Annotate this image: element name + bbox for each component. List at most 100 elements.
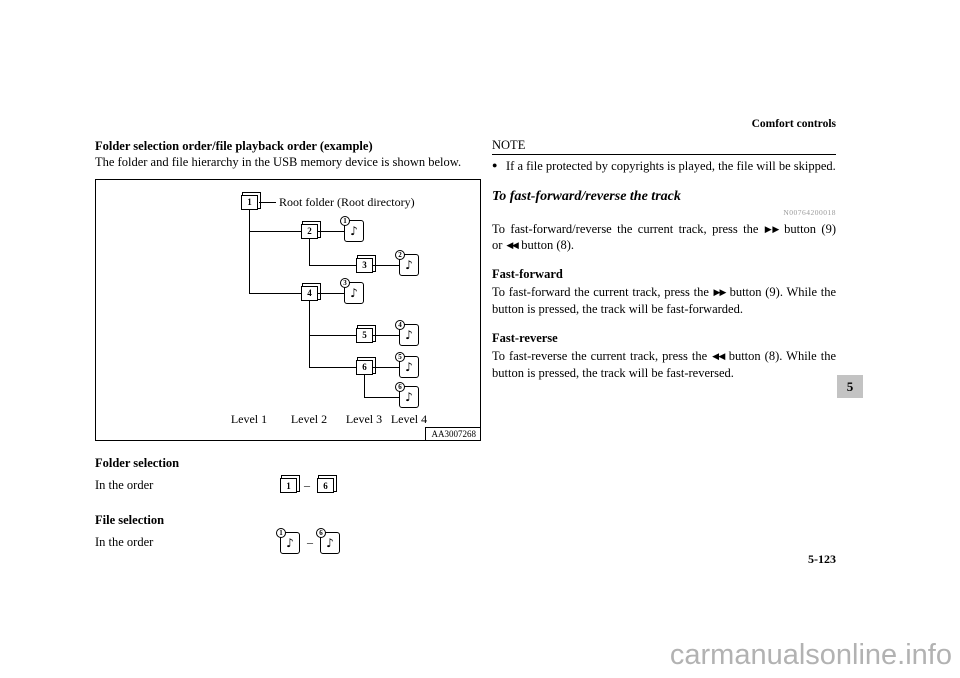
- body-text: To fast-forward the current track, press…: [492, 285, 709, 300]
- note-item: ● If a file protected by copyrights is p…: [492, 158, 836, 175]
- folder-selection-order-row: In the order 1 – 6: [95, 474, 481, 498]
- music-note-icon: ♪: [326, 535, 334, 550]
- intro-text: To fast-forward/reverse the current trac…: [492, 221, 759, 236]
- range-dash: –: [307, 535, 313, 550]
- music-file-icon-first: 1♪: [276, 527, 300, 554]
- file-number: 2: [395, 249, 405, 260]
- connector-line: [318, 230, 344, 232]
- folder-icon-first: 1: [280, 478, 297, 494]
- music-file-icon-2: 2♪: [395, 249, 419, 276]
- folder-icon-4: 4: [301, 285, 318, 301]
- folder-icon-1: 1: [241, 194, 258, 210]
- connector-line: [309, 334, 356, 336]
- left-column: Folder selection order/file playback ord…: [95, 138, 481, 555]
- music-note-icon: ♪: [405, 359, 413, 374]
- fast-forward-reverse-title: To fast-forward/reverse the track: [492, 188, 681, 204]
- intro-text: button (9) or: [492, 221, 837, 253]
- connector-line: [249, 209, 250, 294]
- body-text: To fast-reverse the current track, press…: [492, 348, 708, 363]
- folder-number: 3: [362, 260, 367, 271]
- connector-line: [309, 300, 310, 368]
- root-folder-label: Root folder (Root directory): [279, 194, 415, 209]
- rewind-icon: ◀◀: [506, 241, 518, 252]
- fast-forward-reverse-intro: To fast-forward/reverse the current trac…: [492, 221, 836, 255]
- folder-number: 6: [362, 362, 367, 373]
- file-number: 6: [316, 527, 326, 538]
- folder-number: 4: [307, 288, 312, 299]
- connector-line: [364, 374, 365, 397]
- music-note-icon: ♪: [405, 327, 413, 342]
- music-file-icon-5: 5♪: [395, 351, 419, 378]
- folder-icon-6: 6: [356, 359, 373, 375]
- connector-line: [309, 264, 356, 266]
- usb-hierarchy-diagram: 1 2 3 4 5 6 1♪ 2♪ 3♪ 4♪ 5♪ 6♪: [95, 178, 481, 441]
- music-file-icon-last: 6♪: [316, 527, 340, 554]
- folder-icon-3: 3: [356, 257, 373, 273]
- connector-line: [364, 396, 399, 398]
- note-heading: NOTE: [492, 138, 836, 155]
- folder-selection-order-label: In the order: [95, 478, 154, 493]
- folder-number: 6: [323, 480, 328, 491]
- connector-line: [249, 230, 301, 232]
- music-note-icon: ♪: [350, 223, 358, 238]
- fast-forward-icon: ▶▶: [712, 288, 727, 299]
- file-number: 1: [276, 527, 286, 538]
- music-file-icon-3: 3♪: [340, 277, 364, 304]
- level-2-label: Level 2: [290, 411, 328, 426]
- folder-selection-title: Folder selection: [95, 455, 180, 470]
- music-file-icon-6: 6♪: [395, 381, 419, 408]
- fast-forward-icon: ▶▶: [762, 224, 781, 235]
- connector-line: [318, 292, 344, 294]
- connector-line: [249, 292, 301, 294]
- file-number: 4: [395, 319, 405, 330]
- fast-forward-heading: Fast-forward: [492, 267, 563, 282]
- music-file-icon-1: 1♪: [340, 215, 364, 242]
- level-3-label: Level 3: [345, 411, 383, 426]
- intro-text: button (8).: [521, 238, 575, 253]
- reference-code: N00764200018: [783, 207, 836, 217]
- watermark: carmanualsonline.info: [669, 639, 952, 671]
- connector-line: [373, 366, 399, 368]
- music-note-icon: ♪: [286, 535, 294, 550]
- figure-code: AA3007268: [424, 426, 480, 440]
- file-number: 3: [340, 277, 350, 288]
- bullet-icon: ●: [492, 160, 498, 170]
- connector-line: [373, 264, 399, 266]
- music-file-icon-4: 4♪: [395, 319, 419, 346]
- level-4-label: Level 4: [390, 411, 428, 426]
- file-selection-order-label: In the order: [95, 535, 154, 550]
- connector-line: [309, 238, 310, 266]
- fast-forward-text: To fast-forward the current track, press…: [492, 284, 836, 317]
- folder-order-heading: Folder selection order/file playback ord…: [95, 139, 373, 153]
- range-dash: –: [304, 478, 310, 493]
- folder-order-intro: The folder and file hierarchy in the USB…: [95, 155, 462, 170]
- connector-line: [259, 201, 276, 203]
- chapter-tab: 5: [837, 375, 863, 398]
- folder-number: 2: [307, 226, 312, 237]
- music-note-icon: ♪: [405, 257, 413, 272]
- connector-line: [309, 366, 356, 368]
- music-note-icon: ♪: [350, 285, 358, 300]
- fast-reverse-text: To fast-reverse the current track, press…: [492, 348, 836, 381]
- right-column: NOTE ● If a file protected by copyrights…: [492, 138, 836, 381]
- folder-number: 1: [286, 480, 291, 491]
- note-text: If a file protected by copyrights is pla…: [506, 159, 836, 173]
- page-number: 5-123: [808, 552, 836, 566]
- folder-icon-last: 6: [317, 478, 334, 494]
- file-selection-order-row: In the order 1♪ – 6♪: [95, 527, 481, 555]
- fast-reverse-heading: Fast-reverse: [492, 330, 558, 345]
- connector-line: [373, 334, 399, 336]
- folder-icon-5: 5: [356, 327, 373, 343]
- file-number: 5: [395, 351, 405, 362]
- file-number: 1: [340, 215, 350, 226]
- body-text: button (9). While the button is pressed,…: [492, 285, 837, 317]
- level-1-label: Level 1: [230, 411, 268, 426]
- body-text: button (8). While the button is pressed,…: [492, 348, 836, 380]
- folder-number: 5: [362, 330, 367, 341]
- chapter-header: Comfort controls: [751, 118, 836, 130]
- file-number: 6: [395, 381, 405, 392]
- folder-icon-2: 2: [301, 223, 318, 239]
- rewind-icon: ◀◀: [711, 351, 726, 362]
- folder-number: 1: [247, 197, 252, 208]
